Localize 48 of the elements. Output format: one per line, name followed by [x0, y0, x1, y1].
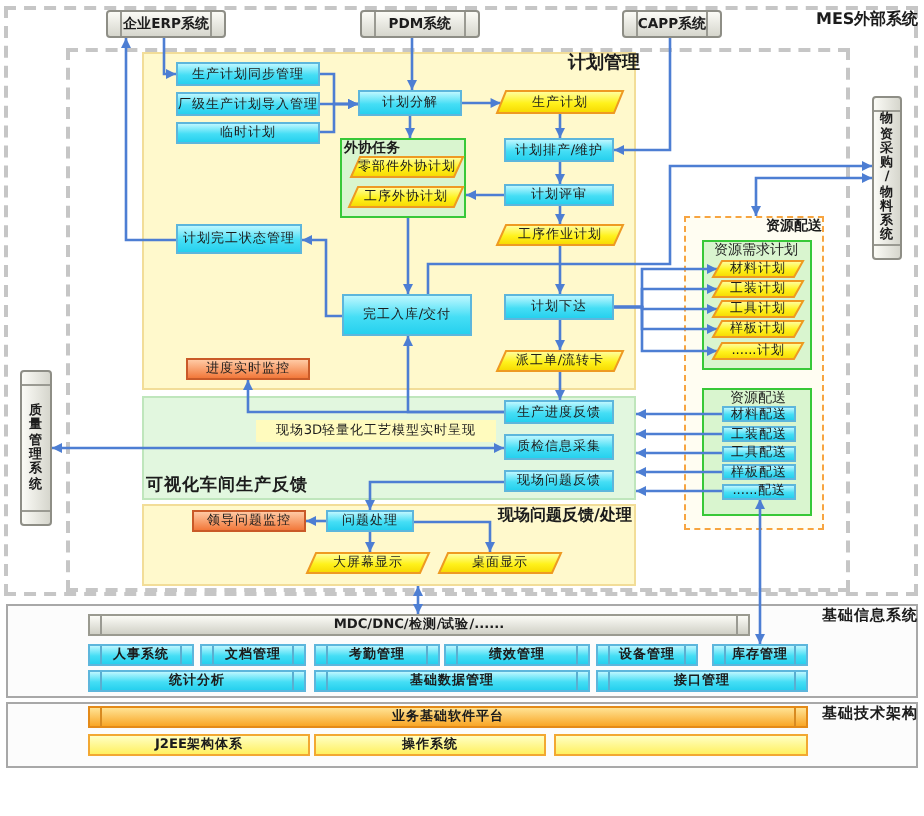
panel-title: 计划管理: [568, 56, 640, 74]
platform-box: [554, 734, 808, 756]
arrow: [614, 38, 672, 155]
arrow: [555, 372, 565, 400]
arrow: [403, 218, 413, 294]
arrow: [365, 532, 375, 552]
arrow: [636, 409, 722, 419]
dashed-frame: [66, 48, 850, 592]
arrow: [162, 38, 176, 79]
layer-panel: [6, 604, 918, 698]
group-panel: [702, 388, 812, 516]
arrow: [302, 235, 342, 318]
arrow: [426, 161, 872, 294]
dashed-frame: [4, 6, 918, 596]
arrow: [636, 448, 722, 458]
arrow: [555, 206, 565, 224]
arrow: [405, 116, 415, 138]
arrow: [555, 246, 565, 294]
arrow: [121, 38, 176, 242]
dashed-panel: [684, 216, 824, 530]
arrow: [243, 380, 504, 414]
arrow: [466, 190, 504, 200]
group-panel: [142, 396, 636, 500]
arrow: [555, 114, 565, 138]
arrow: [306, 516, 326, 526]
arrow: [320, 99, 358, 134]
arrow: [636, 467, 722, 477]
panel-title: 可视化车间生产反馈: [146, 478, 308, 495]
arrow: [636, 486, 722, 496]
double-arrow: [52, 443, 504, 453]
arrow: [407, 38, 417, 90]
arrow: [462, 98, 501, 108]
arrow: [636, 429, 722, 439]
arrow: [365, 480, 504, 510]
group-panel: [340, 138, 466, 218]
panel-title: 现场问题反馈/处理: [498, 507, 632, 523]
arrow: [414, 520, 495, 552]
arrow: [555, 162, 565, 184]
group-panel: [142, 52, 636, 390]
arrow: [614, 305, 717, 356]
double-arrow: [755, 499, 765, 644]
group-panel: [702, 240, 812, 370]
panel-title: MES外部系统: [816, 12, 919, 28]
double-arrow: [413, 586, 423, 614]
group-panel: [142, 504, 636, 586]
arrow: [555, 320, 565, 350]
layer-panel: [6, 702, 918, 768]
double-arrow: [751, 173, 872, 216]
